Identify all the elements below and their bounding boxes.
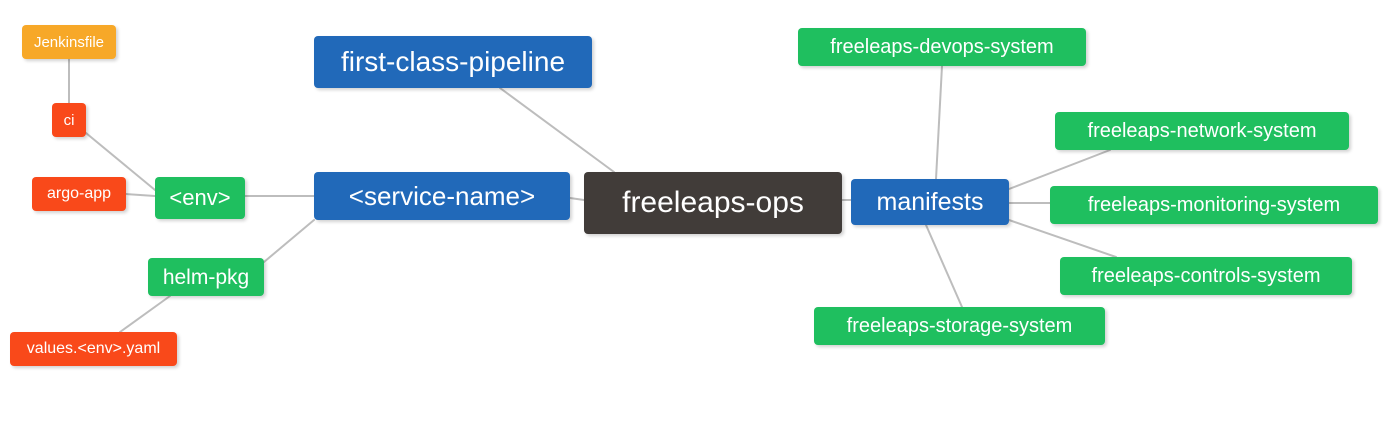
mindmap-edge-service-name-to-helm-pkg bbox=[263, 219, 315, 263]
mindmap-node-label-freeleaps-network-system: freeleaps-network-system bbox=[1087, 120, 1317, 142]
mindmap-edge-manifests-to-freeleaps-devops-system bbox=[935, 65, 943, 180]
mindmap-node-manifests[interactable]: manifests bbox=[851, 179, 1009, 225]
mindmap-node-argo-app[interactable]: argo-app bbox=[32, 177, 126, 211]
mindmap-node-label-service-name: <service-name> bbox=[348, 181, 536, 211]
mindmap-node-env[interactable]: <env> bbox=[155, 177, 245, 219]
mindmap-node-freeleaps-monitoring-system[interactable]: freeleaps-monitoring-system bbox=[1050, 186, 1378, 224]
mindmap-node-label-env: <env> bbox=[169, 185, 231, 210]
mindmap-node-freeleaps-ops[interactable]: freeleaps-ops bbox=[584, 172, 842, 234]
mindmap-node-label-freeleaps-devops-system: freeleaps-devops-system bbox=[830, 36, 1054, 58]
mindmap-edge-manifests-to-freeleaps-storage-system bbox=[925, 224, 963, 308]
mindmap-edge-service-name-to-freeleaps-ops bbox=[569, 197, 585, 201]
mindmap-node-freeleaps-controls-system[interactable]: freeleaps-controls-system bbox=[1060, 257, 1352, 295]
mindmap-node-label-freeleaps-controls-system: freeleaps-controls-system bbox=[1091, 265, 1321, 287]
mindmap-node-freeleaps-storage-system[interactable]: freeleaps-storage-system bbox=[814, 307, 1105, 345]
mindmap-node-label-jenkinsfile: Jenkinsfile bbox=[33, 33, 105, 51]
mindmap-node-first-class-pipeline[interactable]: first-class-pipeline bbox=[314, 36, 592, 88]
mindmap-node-label-argo-app: argo-app bbox=[46, 185, 112, 202]
mindmap-edge-first-class-pipeline-to-freeleaps-ops bbox=[499, 87, 615, 173]
mindmap-node-label-ci: ci bbox=[63, 111, 75, 129]
mindmap-edge-manifests-to-freeleaps-network-system bbox=[1008, 149, 1111, 190]
mindmap-node-label-freeleaps-storage-system: freeleaps-storage-system bbox=[846, 315, 1073, 337]
mindmap-node-service-name[interactable]: <service-name> bbox=[314, 172, 570, 220]
mindmap-node-freeleaps-devops-system[interactable]: freeleaps-devops-system bbox=[798, 28, 1086, 66]
mindmap-edge-helm-pkg-to-values-env-yaml bbox=[119, 295, 171, 333]
mindmap-node-label-first-class-pipeline: first-class-pipeline bbox=[340, 46, 566, 77]
mindmap-node-label-freeleaps-ops: freeleaps-ops bbox=[622, 186, 804, 219]
mindmap-node-freeleaps-network-system[interactable]: freeleaps-network-system bbox=[1055, 112, 1349, 150]
mindmap-node-ci[interactable]: ci bbox=[52, 103, 86, 137]
mindmap-edge-manifests-to-freeleaps-controls-system bbox=[1008, 219, 1117, 258]
mindmap-node-label-values-env-yaml: values.<env>.yaml bbox=[26, 340, 161, 357]
mindmap-node-label-helm-pkg: helm-pkg bbox=[162, 265, 250, 289]
mindmap-edge-argo-app-to-env bbox=[125, 193, 156, 197]
mindmap-node-label-freeleaps-monitoring-system: freeleaps-monitoring-system bbox=[1087, 194, 1341, 216]
mindmap-node-label-manifests: manifests bbox=[876, 187, 984, 216]
mindmap-node-jenkinsfile[interactable]: Jenkinsfile bbox=[22, 25, 116, 59]
mindmap-node-values-env-yaml[interactable]: values.<env>.yaml bbox=[10, 332, 177, 366]
mindmap-node-helm-pkg[interactable]: helm-pkg bbox=[148, 258, 264, 296]
